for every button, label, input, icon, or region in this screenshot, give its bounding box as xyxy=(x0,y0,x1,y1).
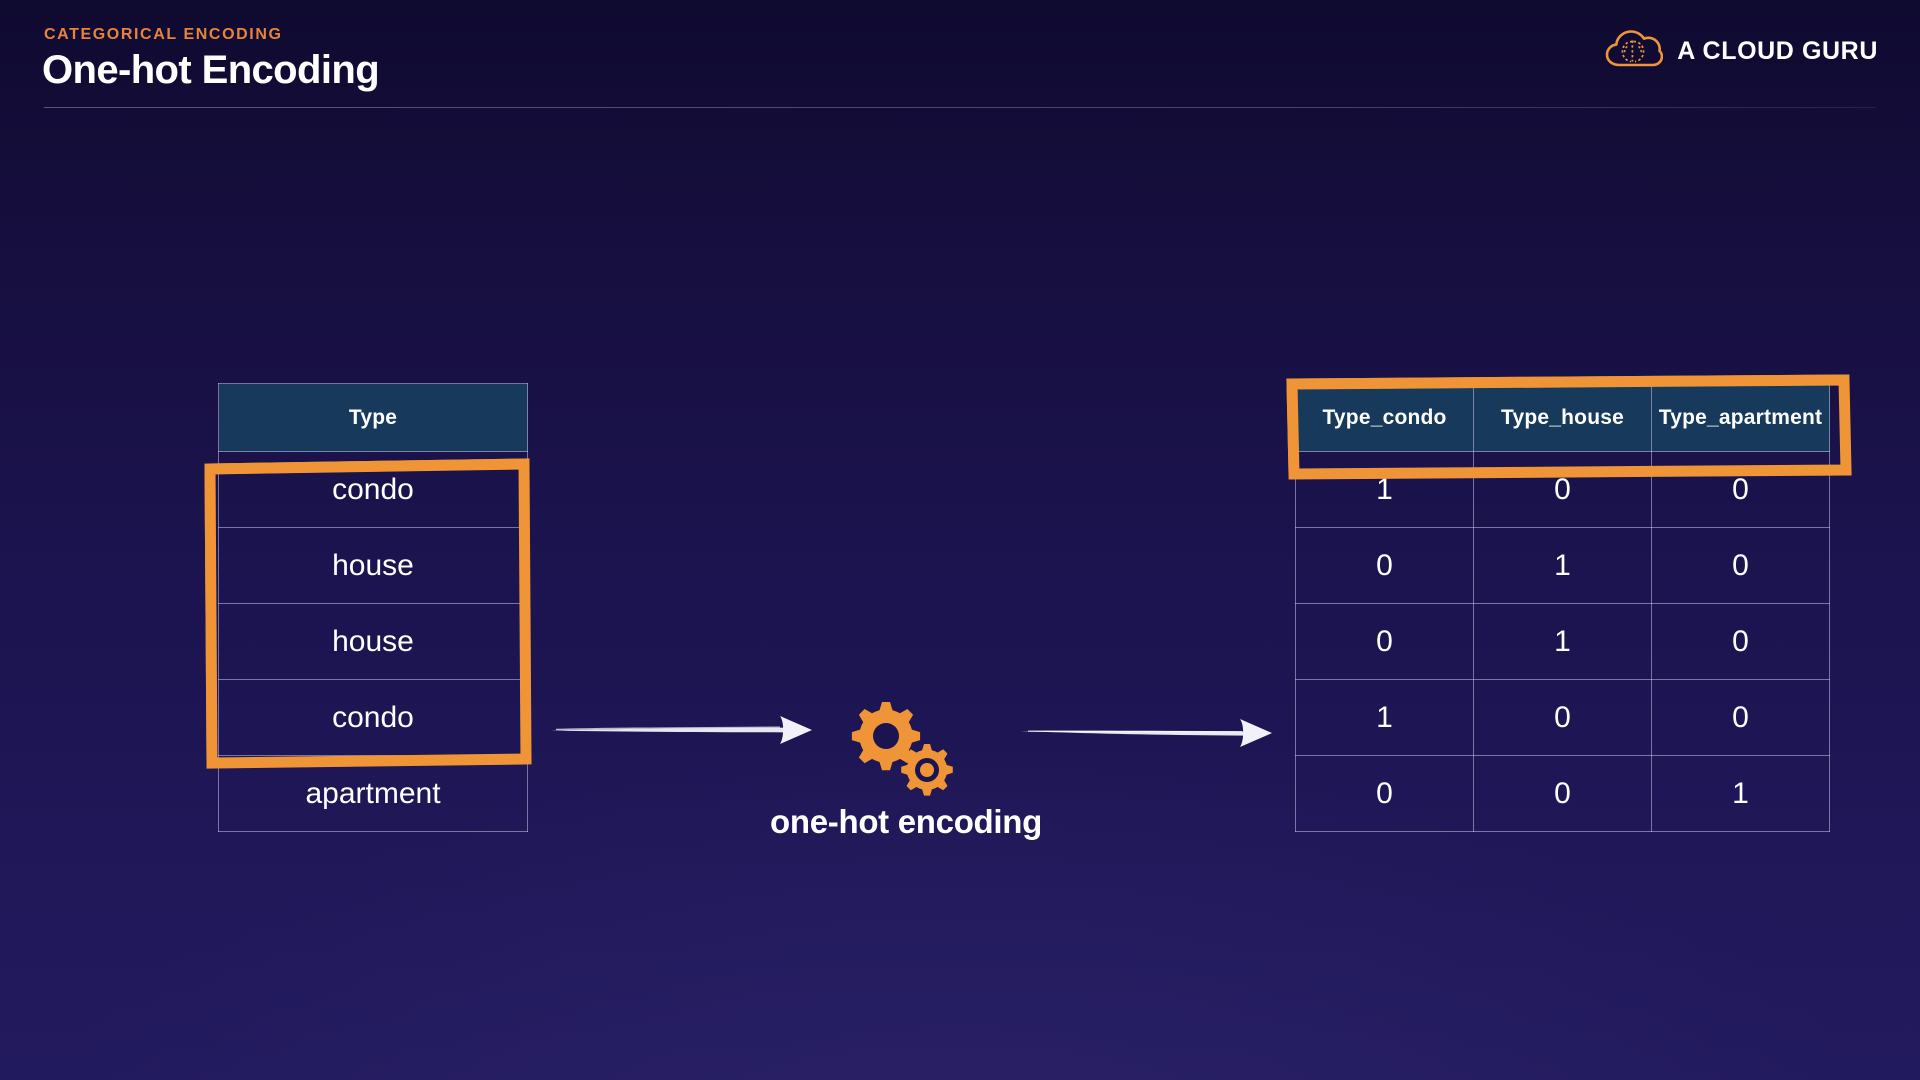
diagram-stage: Type condo house house condo apartment xyxy=(0,118,1920,1080)
cell-r2-c1: 1 xyxy=(1473,603,1652,680)
table-row: 0 0 1 xyxy=(1295,755,1830,832)
arrow-process-to-encoded xyxy=(1020,719,1272,747)
table-row: house xyxy=(218,603,528,680)
brand-name: A CLOUD GURU xyxy=(1677,37,1878,65)
cell-r0-c0: 1 xyxy=(1295,451,1474,528)
cell-type-3: condo xyxy=(218,679,528,756)
table-row: house xyxy=(218,527,528,604)
column-header-type: Type xyxy=(218,383,528,452)
source-table: Type condo house house condo apartment xyxy=(218,383,528,832)
cell-r4-c1: 0 xyxy=(1473,755,1652,832)
table-row: 0 1 0 xyxy=(1295,527,1830,604)
arrow-source-to-process xyxy=(550,716,812,744)
cell-r4-c2: 1 xyxy=(1651,755,1830,832)
gears-icon xyxy=(838,696,968,811)
cell-type-4: apartment xyxy=(218,755,528,832)
table-header-row: Type xyxy=(218,383,528,452)
cell-r4-c0: 0 xyxy=(1295,755,1474,832)
process-caption: one-hot encoding xyxy=(770,803,1042,840)
table-row: 0 1 0 xyxy=(1295,603,1830,680)
cell-r0-c2: 0 xyxy=(1651,451,1830,528)
cell-r1-c1: 1 xyxy=(1473,527,1652,604)
table-row: condo xyxy=(218,679,528,756)
brand-logo: A CLOUD GURU xyxy=(1605,28,1878,75)
cell-r3-c0: 1 xyxy=(1295,679,1474,756)
cell-r1-c2: 0 xyxy=(1651,527,1830,604)
cell-r3-c1: 0 xyxy=(1473,679,1652,756)
cell-type-1: house xyxy=(218,527,528,604)
cell-type-0: condo xyxy=(218,451,528,528)
table-row: 1 0 0 xyxy=(1295,679,1830,756)
cloud-brain-icon xyxy=(1605,28,1664,75)
encoded-table: Type_condo Type_house Type_apartment 1 0… xyxy=(1295,383,1830,832)
column-header-type-condo: Type_condo xyxy=(1295,383,1474,452)
header-divider xyxy=(44,107,1876,108)
page-title: One-hot Encoding xyxy=(42,48,380,92)
table-header-row: Type_condo Type_house Type_apartment xyxy=(1295,383,1830,452)
table-row: apartment xyxy=(218,755,528,832)
eyebrow-label: CATEGORICAL ENCODING xyxy=(44,26,283,43)
column-header-type-apartment: Type_apartment xyxy=(1651,383,1830,452)
column-header-type-house: Type_house xyxy=(1473,383,1652,452)
cell-r2-c0: 0 xyxy=(1295,603,1474,680)
cell-r3-c2: 0 xyxy=(1651,679,1830,756)
cell-r0-c1: 0 xyxy=(1473,451,1652,528)
cell-r2-c2: 0 xyxy=(1651,603,1830,680)
table-row: 1 0 0 xyxy=(1295,451,1830,528)
table-row: condo xyxy=(218,451,528,528)
slide-header: CATEGORICAL ENCODING One-hot Encoding A … xyxy=(0,0,1920,118)
cell-r1-c0: 0 xyxy=(1295,527,1474,604)
cell-type-2: house xyxy=(218,603,528,680)
